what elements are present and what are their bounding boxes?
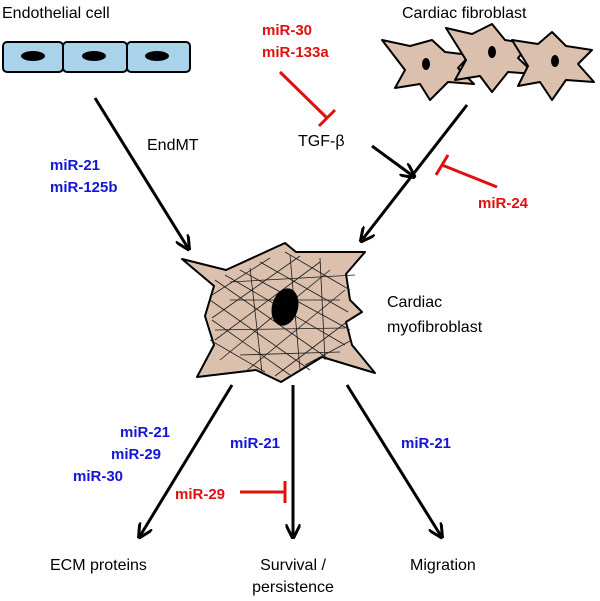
endmt-mirna-2: miR-125b: [50, 179, 118, 196]
migration-label: Migration: [410, 557, 476, 574]
mir24-inhibition-symbol: [434, 154, 498, 189]
cardiac-fibroblast-label: Cardiac fibroblast: [402, 5, 527, 22]
tgf-beta-label: TGF-β: [298, 133, 345, 150]
myofibroblast-label-line2: myofibroblast: [387, 319, 483, 336]
survival-inhibition-symbol: [240, 481, 287, 503]
fibroblast-inhibitor-mirna: miR-24: [478, 195, 529, 212]
migration-arrow: [345, 384, 441, 536]
endmt-label: EndMT: [147, 137, 199, 154]
ecm-proteins-arrow: [140, 384, 234, 536]
migration-mirna: miR-21: [401, 435, 451, 452]
ecm-mirna-1: miR-21: [120, 424, 170, 441]
endothelial-cell-label: Endothelial cell: [2, 5, 110, 22]
myofibroblast-label-line1: Cardiac: [387, 294, 442, 311]
ecm-mirna-3: miR-30: [73, 468, 123, 485]
survival-promoting-mirna: miR-21: [230, 435, 280, 452]
endmt-arrow: [93, 97, 188, 248]
tgf-inhibition-symbol: [278, 70, 337, 128]
ecm-mirna-2: miR-29: [111, 446, 161, 463]
tgf-inhibitor-mirna-1: miR-30: [262, 22, 312, 39]
endmt-mirna-1: miR-21: [50, 157, 100, 174]
cardiac-fibroblasts-icon: [381, 23, 595, 101]
tgf-inhibitor-mirna-2: miR-133a: [262, 44, 329, 61]
ecm-proteins-label: ECM proteins: [50, 557, 147, 574]
survival-label-line2: persistence: [252, 579, 334, 596]
survival-label-line1: Survival /: [260, 557, 326, 574]
endothelial-cells-icon: [2, 41, 191, 73]
fibroblast-activation-arrow: [362, 104, 469, 240]
survival-inhibiting-mirna: miR-29: [175, 486, 225, 503]
tgf-beta-arrow: [371, 144, 413, 176]
cardiac-myofibroblast-icon: [181, 242, 376, 383]
